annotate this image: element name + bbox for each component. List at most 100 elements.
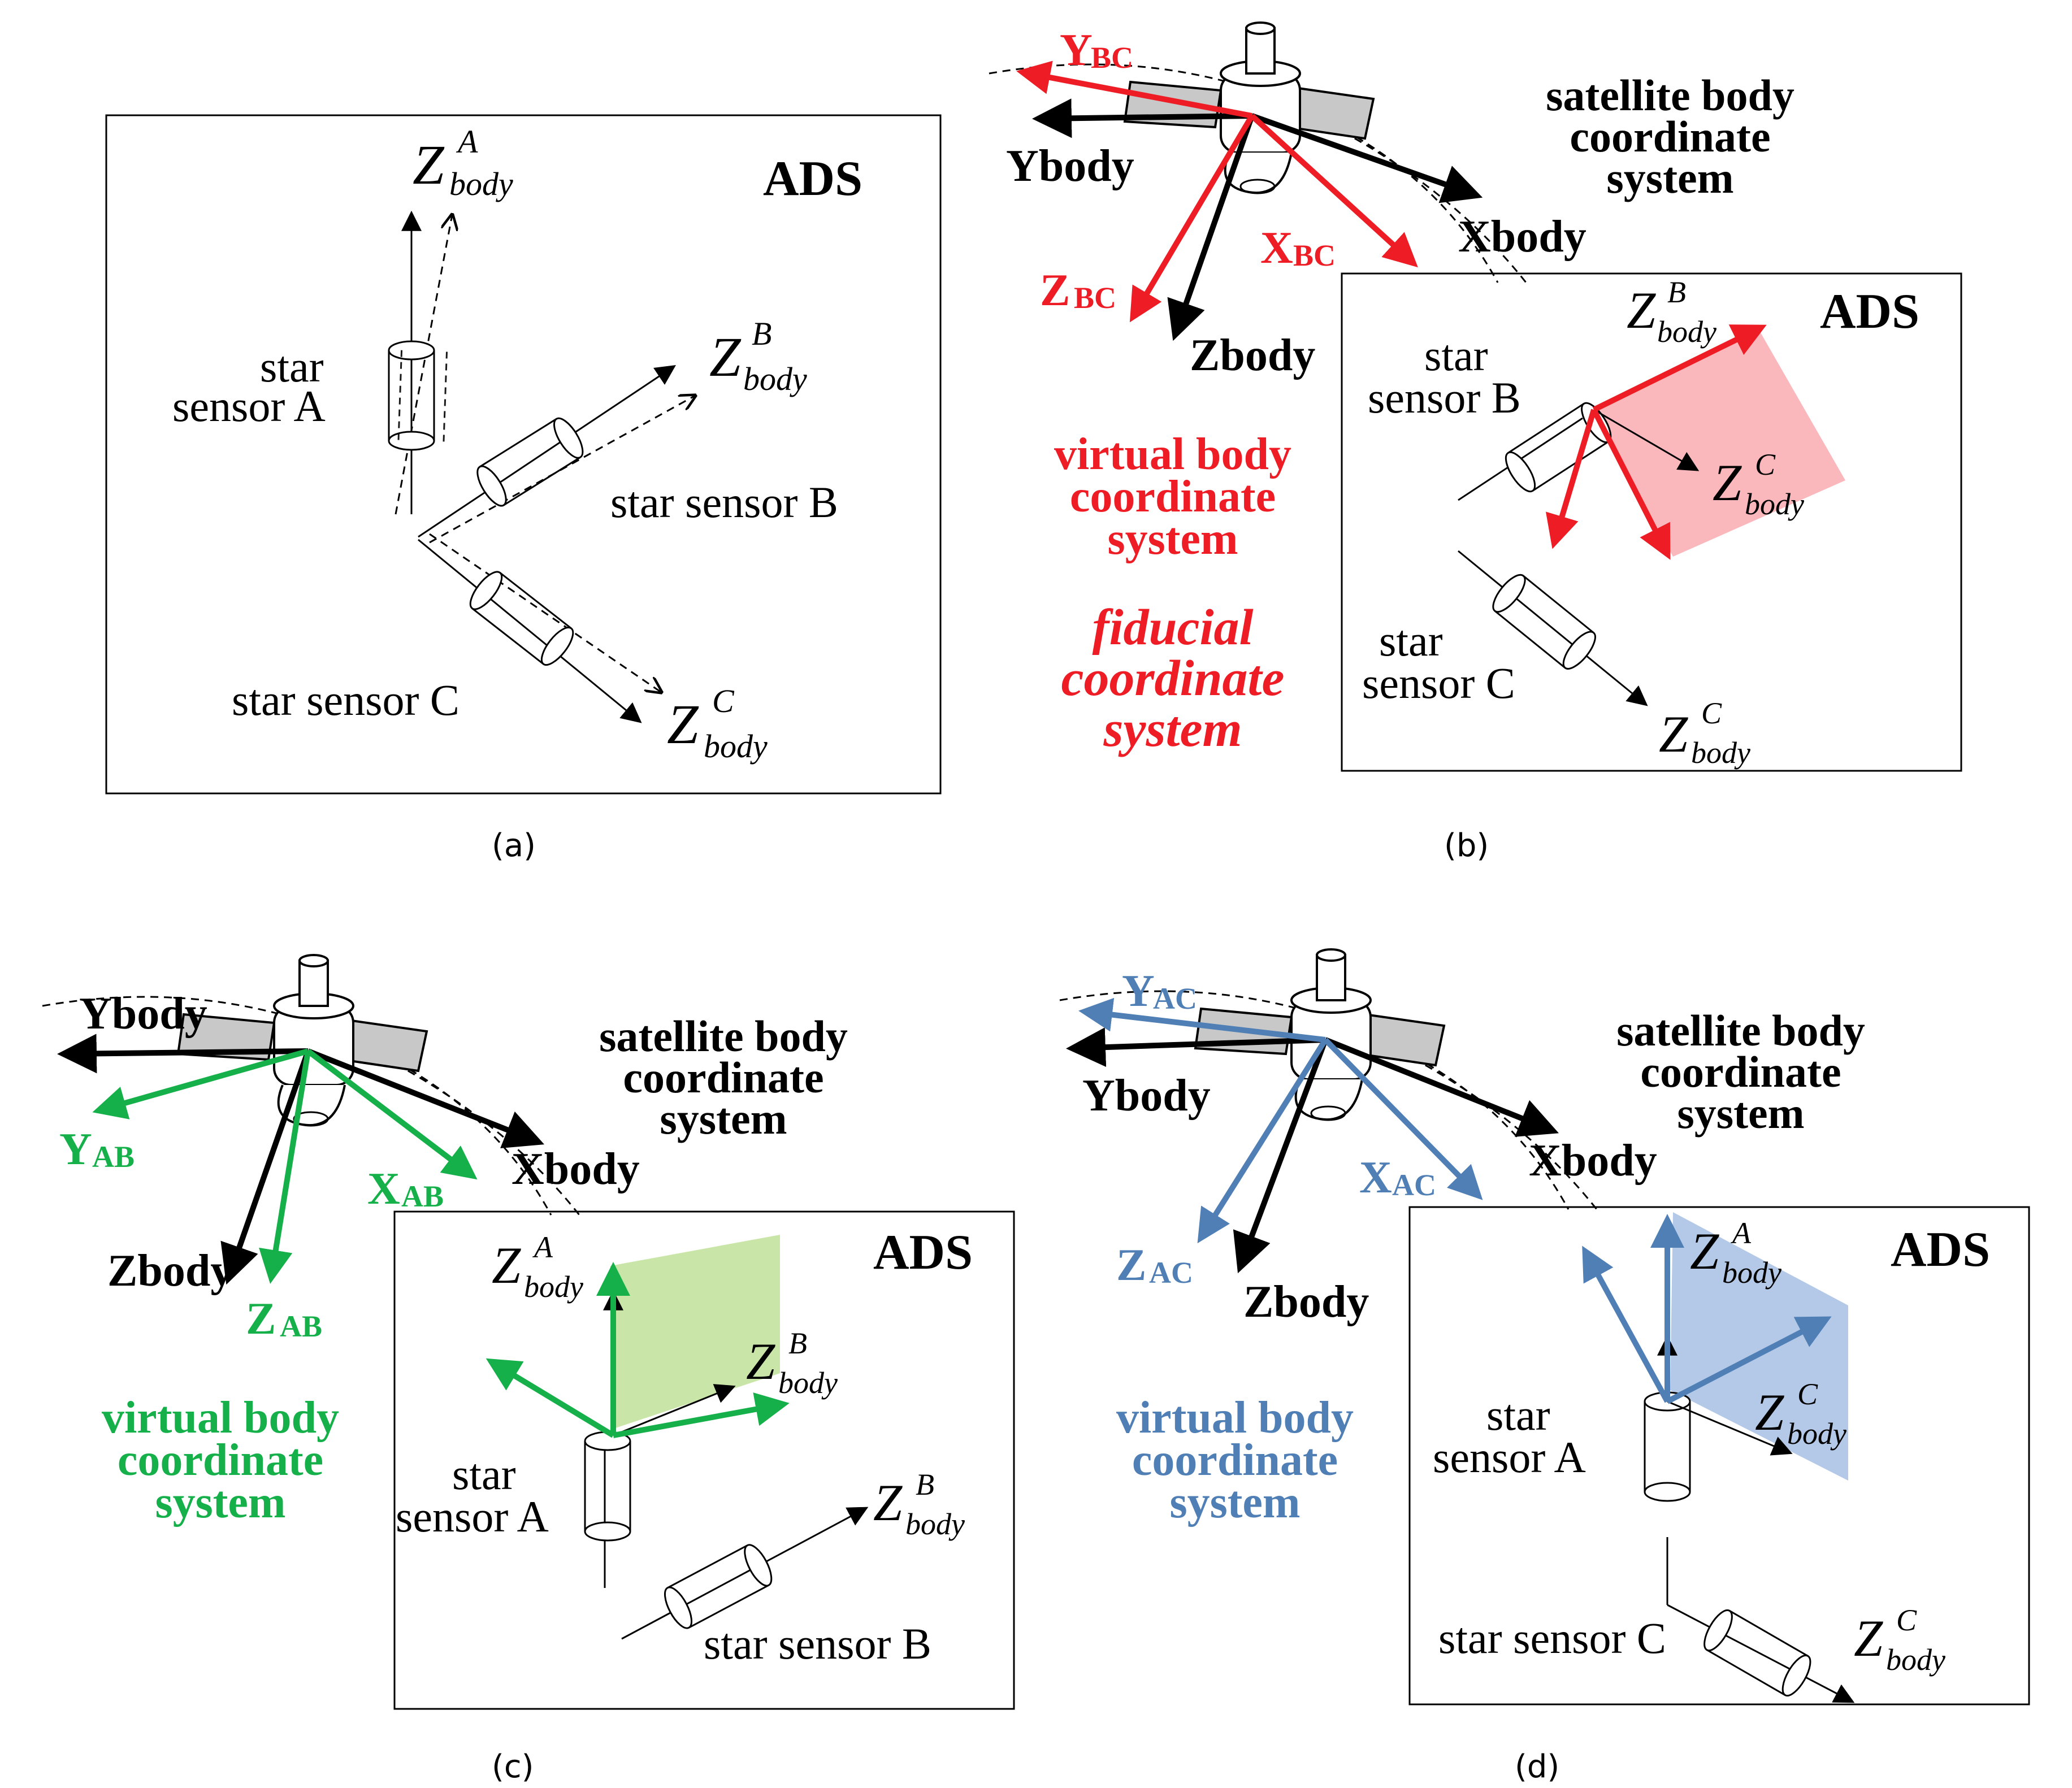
svg-text:B: B [916, 1468, 934, 1501]
y-ab-axis [92, 1048, 309, 1119]
y-body-axis-d [1066, 1027, 1326, 1067]
svg-text:C: C [1701, 696, 1722, 730]
z-body-a-label: Z A body [413, 123, 513, 202]
panel-d: Y AC Ybody X AC Xbody Z AC Zbody satelli… [1059, 948, 2030, 1785]
star-sensor-a-drawing [388, 210, 452, 515]
z-bc-axis [1129, 114, 1255, 323]
svg-text:body: body [778, 1366, 838, 1400]
svg-text:Z: Z [413, 133, 445, 196]
star-sensor-c-label: star sensor C [232, 675, 460, 724]
svg-text:coordinate: coordinate [623, 1053, 823, 1102]
svg-text:system: system [155, 1478, 285, 1527]
z-body-b-label: Z B body [709, 315, 807, 397]
svg-text:satellite body: satellite body [599, 1012, 848, 1061]
z-body-c-label-b1: Z C body [1713, 448, 1804, 521]
svg-text:coordinate: coordinate [1570, 112, 1770, 161]
svg-text:AC: AC [1149, 1256, 1193, 1290]
ads-label-c: ADS [873, 1225, 973, 1280]
x-ac-axis [1323, 1038, 1483, 1200]
svg-text:coordinate: coordinate [1070, 472, 1276, 522]
z-body-c-label-d2: Z C body [1854, 1603, 1945, 1677]
z-body-b-label-c2: Z B body [873, 1468, 965, 1541]
ads-label-a: ADS [763, 151, 862, 206]
svg-text:body: body [449, 166, 513, 202]
svg-text:system: system [1169, 1478, 1300, 1527]
svg-text:system: system [660, 1094, 787, 1143]
svg-text:coordinate: coordinate [1132, 1435, 1338, 1485]
satellite-body-title-d: satellite body coordinate system [1616, 1006, 1865, 1138]
svg-text:star: star [1379, 616, 1443, 665]
svg-text:body: body [1745, 487, 1804, 521]
star-sensor-a-label-line2: sensor A [172, 381, 326, 431]
z-body-c-axis-b-inner [1593, 409, 1700, 471]
svg-text:sensor A: sensor A [1433, 1433, 1586, 1482]
z-body-c-label: Z C body [667, 683, 768, 765]
z-body-b-label-b: Z B body [1627, 275, 1716, 349]
star-sensor-a-drawing-c [584, 1431, 631, 1542]
fiducial-title-b: fiducial coordinate system [1061, 600, 1285, 757]
svg-text:Z: Z [1713, 454, 1742, 511]
virtual-body-title-c: virtual body coordinate system [102, 1393, 339, 1527]
svg-text:coordinate: coordinate [1061, 650, 1285, 706]
caption-c: (c) [492, 1748, 534, 1785]
z-body-c-axis-d-inner [1667, 1400, 1793, 1456]
panel-a-frame [105, 114, 942, 795]
z-body-label-c: Zbody [107, 1246, 233, 1296]
svg-text:star: star [1424, 331, 1488, 380]
svg-text:system: system [1107, 514, 1238, 564]
y-ab-label: Y AB [59, 1125, 135, 1174]
y-body-label-d: Ybody [1082, 1071, 1211, 1121]
svg-text:X: X [1359, 1153, 1392, 1203]
red-axis-down [1545, 409, 1597, 549]
svg-text:system: system [1677, 1088, 1804, 1138]
svg-text:Z: Z [1854, 1609, 1883, 1667]
y-body-label-c: Ybody [79, 989, 207, 1039]
satellite-body-title-b: satellite body coordinate system [1546, 71, 1794, 202]
svg-text:A: A [456, 123, 478, 160]
x-ab-axis [306, 1049, 478, 1180]
svg-text:BC: BC [1074, 281, 1116, 315]
panel-d-frame [1408, 1206, 2030, 1705]
svg-text:B: B [788, 1326, 807, 1360]
svg-text:X: X [367, 1164, 400, 1214]
x-body-label-b: Xbody [1458, 212, 1586, 262]
blue-axis-right [1666, 1316, 1832, 1404]
panel-b-frame [1341, 272, 1962, 772]
svg-text:satellite body: satellite body [1546, 71, 1794, 120]
star-sensor-b-label: star sensor B [610, 478, 838, 527]
svg-text:Z: Z [1755, 1383, 1784, 1441]
panel-a: ADS star sensor A Z A body star sensor B… [105, 114, 942, 864]
svg-text:body: body [1657, 315, 1716, 349]
fiducial-plane-c [610, 1235, 780, 1430]
y-ac-label: Y AC [1122, 966, 1197, 1016]
star-sensor-c-label-d: star sensor C [1438, 1613, 1666, 1663]
y-bc-label: Y BC [1060, 25, 1133, 75]
x-ab-label: X AB [367, 1164, 444, 1214]
x-body-label-d: Xbody [1529, 1136, 1657, 1186]
y-body-label-b: Ybody [1006, 141, 1134, 191]
svg-text:system: system [1606, 153, 1733, 202]
z-body-label-d: Zbody [1243, 1277, 1369, 1327]
svg-text:AC: AC [1392, 1168, 1436, 1202]
svg-text:Y: Y [1060, 25, 1093, 75]
green-axis-right [613, 1392, 790, 1438]
svg-text:B: B [752, 315, 771, 352]
svg-text:Z: Z [1116, 1240, 1146, 1290]
star-sensor-c-label-b: star sensor C [1362, 616, 1515, 708]
svg-text:body: body [1787, 1417, 1846, 1451]
star-sensor-a-label-c: star sensor A [396, 1450, 549, 1541]
satellite-body-title-c: satellite body coordinate system [599, 1012, 848, 1143]
star-sensor-c-drawing [418, 533, 661, 723]
svg-text:body: body [1722, 1256, 1781, 1290]
z-body-axis-c [220, 1050, 311, 1285]
star-sensor-b-drawing [418, 365, 695, 544]
svg-text:X: X [1260, 223, 1293, 273]
svg-text:C: C [712, 683, 735, 719]
x-bc-label: X BC [1260, 223, 1336, 273]
x-ac-label: X AC [1359, 1153, 1436, 1203]
z-body-axis-b [1167, 115, 1255, 341]
svg-text:AC: AC [1153, 982, 1197, 1015]
x-body-axis-b [1251, 113, 1483, 203]
svg-text:star: star [1486, 1390, 1550, 1439]
